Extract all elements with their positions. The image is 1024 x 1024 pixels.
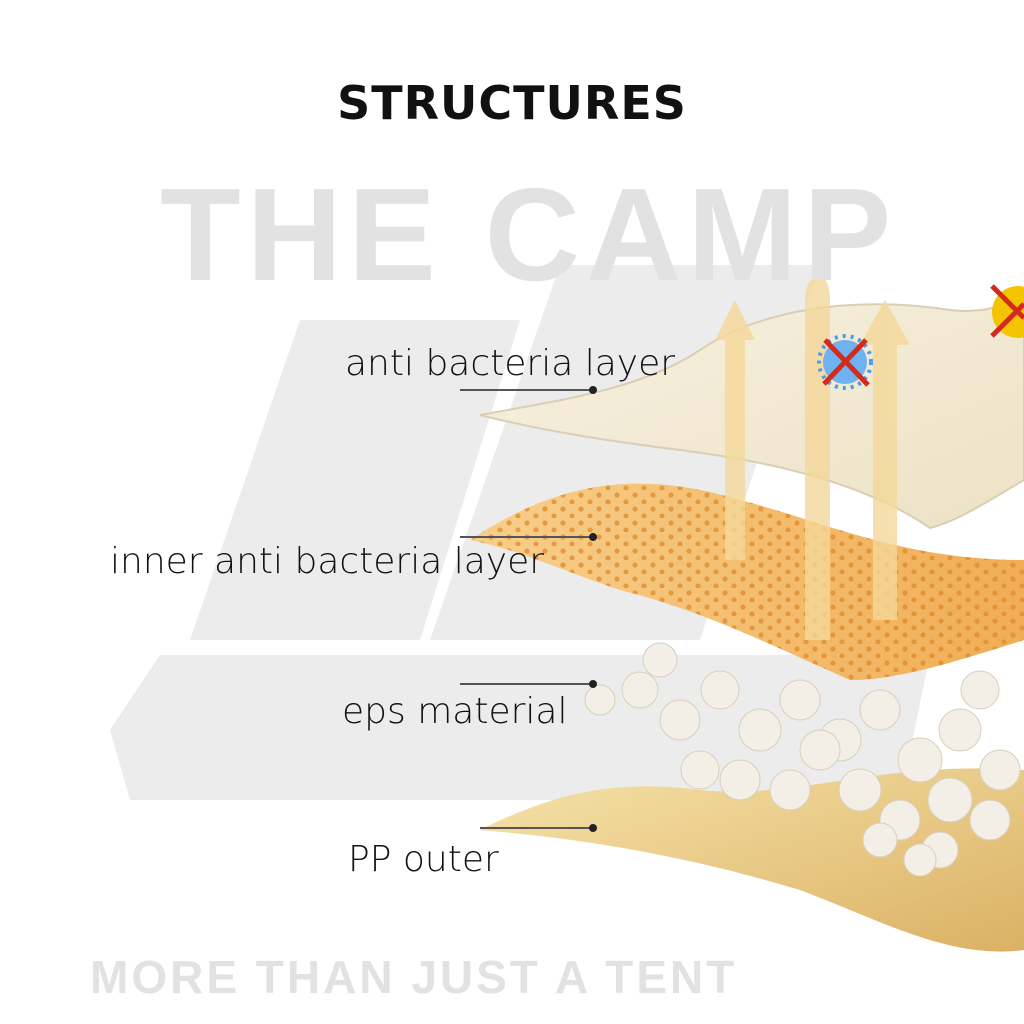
page-title: STRUCTURES — [337, 76, 687, 130]
label-pp-outer: PP outer — [348, 839, 499, 880]
leader-line — [460, 533, 597, 541]
watermark-brand: THE CAMP — [160, 161, 898, 308]
label-eps-material: eps material — [342, 691, 568, 732]
label-inner-anti-bacteria-layer: inner anti bacteria layer — [110, 541, 545, 582]
leader-line — [460, 386, 597, 394]
eps-beads — [584, 642, 1021, 877]
label-anti-bacteria-layer: anti bacteria layer — [345, 343, 676, 384]
leader-line — [480, 824, 597, 832]
watermark-tagline: MORE THAN JUST A TENT — [90, 951, 738, 1003]
leader-line — [460, 680, 597, 688]
virus-blocked-icon — [817, 334, 873, 390]
sun-blocked-icon — [990, 284, 1024, 338]
